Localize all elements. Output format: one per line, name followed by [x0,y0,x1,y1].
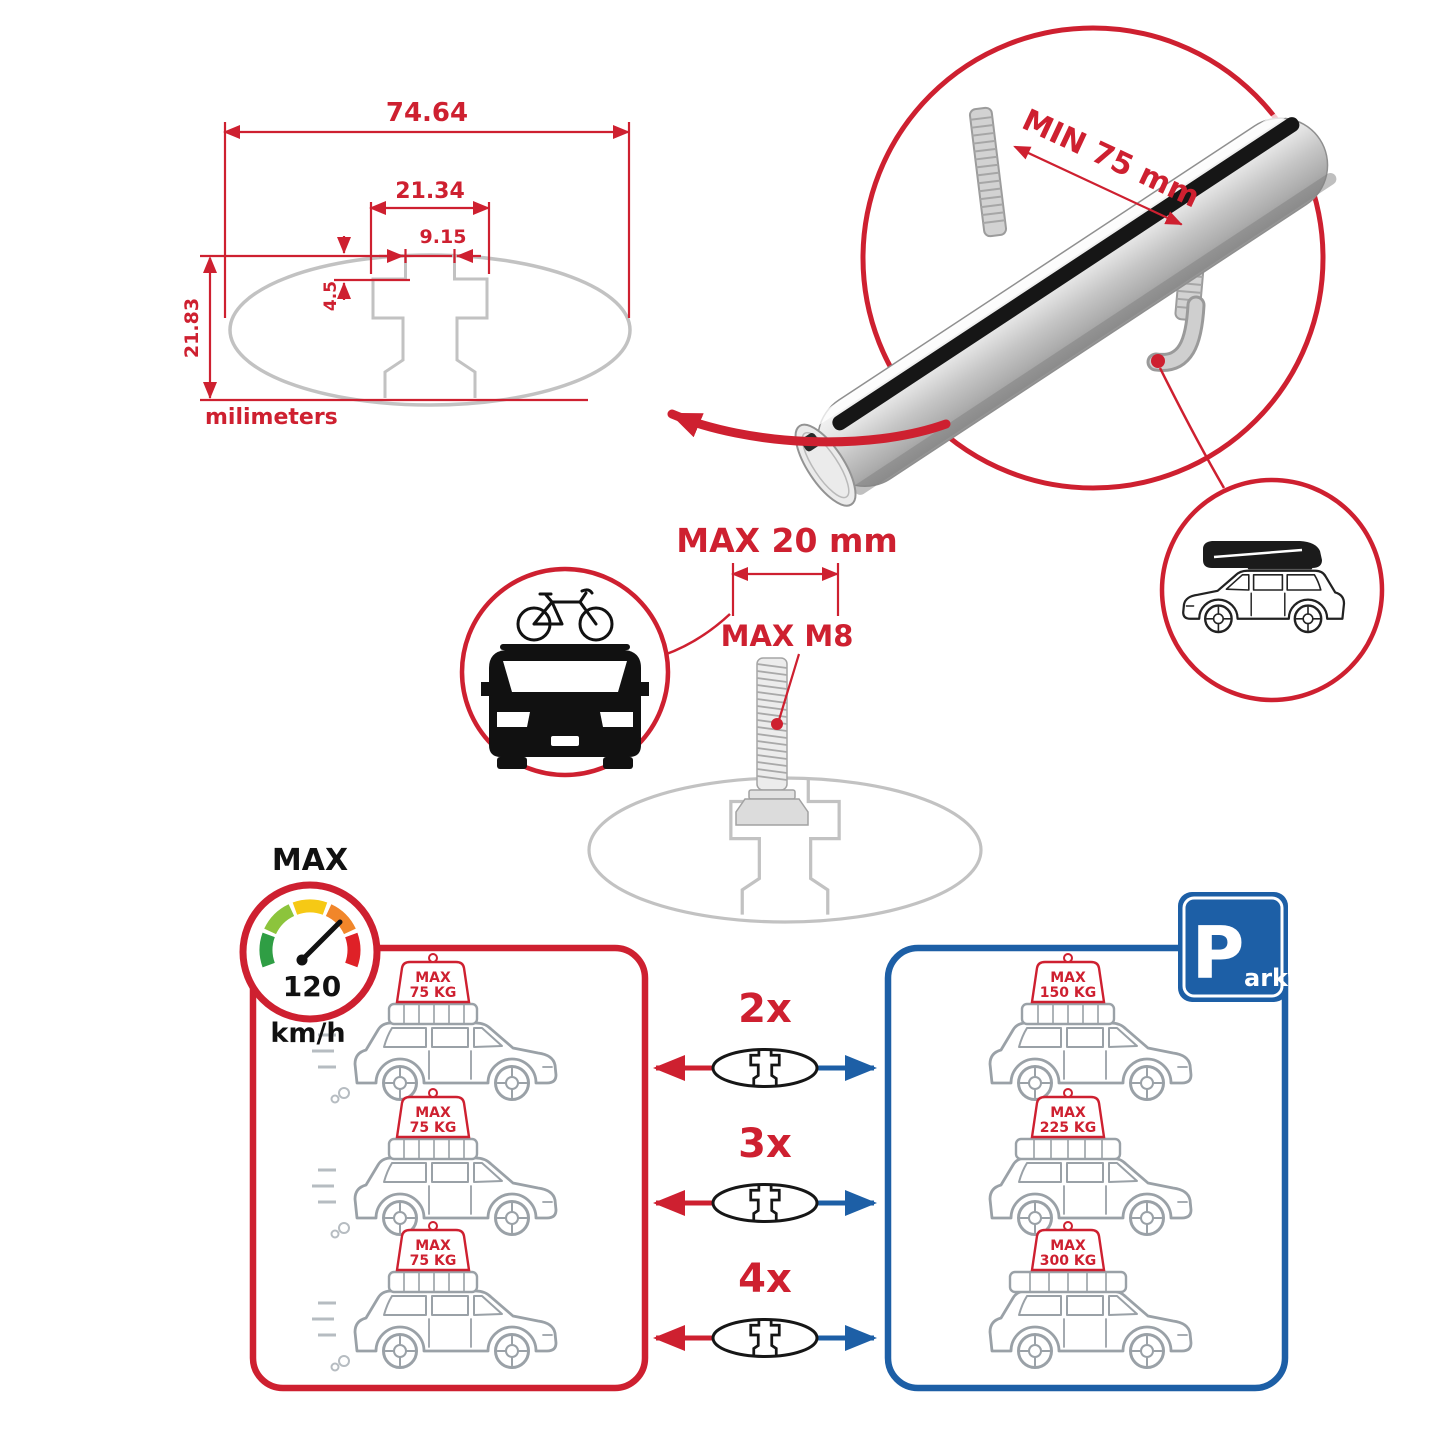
multiplier-label: 4x [738,1256,792,1302]
load-max-label: MAX [1050,1105,1086,1121]
bike-car-inset [459,566,731,778]
bar-cross-section-icon [711,1182,819,1223]
lock-icon [1063,1221,1073,1231]
bike-inset-connector [663,613,731,657]
units-label: milimeters [205,405,338,430]
bar-cross-section-icon [711,1047,819,1088]
roof-load-tags-right: MAX 150 KG MAX 225 KG MAX 300 KG [1008,953,1128,1294]
load-kg-label: 150 KG [1040,985,1096,1001]
profile-channel [371,253,489,400]
speed-value: 120 [283,970,341,1003]
roof-load-tag: MAX 75 KG [387,1088,479,1161]
speedometer-needle [296,919,343,966]
thread-pointer-dot [771,718,783,730]
speedometer: MAX 120 km/h [239,843,381,1049]
load-kg-label: 300 KG [1040,1253,1096,1269]
clamp-point-dot [1151,354,1165,368]
lock-icon [428,1088,438,1098]
load-kg-label: 75 KG [410,1120,457,1136]
max-width-label: MAX 20 mm [676,521,898,560]
dim-height-label: 21.83 [181,298,203,358]
lock-icon [428,953,438,963]
load-max-label: MAX [1050,1238,1086,1254]
dimension-lines [200,122,631,402]
dim-channel-label: 21.34 [395,179,465,204]
roof-load-tag: MAX 300 KG [1008,1221,1128,1294]
dim-lip-label: 4.5 [321,281,341,311]
load-kg-label: 75 KG [410,985,457,1001]
driving-cars [312,1018,558,1372]
bicycle-icon [516,588,614,642]
cross-section-drawing: 74.64 21.34 9.15 4.5 21.83 milimeters [181,98,632,430]
parking-sign: P ark [1178,892,1289,1002]
option-row: 4x [653,1256,877,1358]
bar-to-drawing-arrow [667,409,951,447]
bar-cross-section-icon [711,1317,819,1358]
roof-load-tag: MAX 150 KG [1020,953,1116,1026]
speedometer-gauge [259,899,361,968]
option-row: 2x [653,986,877,1088]
roof-box [1203,541,1322,568]
parking-letter: P [1192,911,1245,995]
lock-icon [1063,1088,1073,1098]
parking-suffix: ark [1244,964,1289,992]
car-row [312,1153,558,1239]
bolt-spec-section: MAX 20 mm MAX M8 [587,521,983,924]
lock-icon [428,1221,438,1231]
max-thread-label: MAX M8 [721,619,854,653]
speed-max-label: MAX [272,843,348,878]
roof-load-tag: MAX 75 KG [387,1221,479,1294]
load-kg-label: 75 KG [410,1253,457,1269]
bar-quantity-options: 2x 3x 4x [653,986,877,1358]
profile-outline [228,253,632,407]
roof-load-tag: MAX 225 KG [1014,1088,1122,1161]
car-row [312,1286,558,1372]
load-max-label: MAX [1050,970,1086,986]
load-kg-label: 225 KG [1040,1120,1096,1136]
multiplier-label: 3x [738,1121,792,1167]
roofbox-car-inset [1159,477,1385,703]
speed-unit: km/h [270,1018,345,1049]
load-max-label: MAX [415,1105,451,1121]
clamp-rod-left [968,106,1008,238]
car-row [312,1018,558,1104]
dim-overall-label: 74.64 [386,98,468,128]
load-max-label: MAX [415,1238,451,1254]
bar-slot-groove [832,117,1300,431]
roof-load-tag: MAX 75 KG [387,953,479,1026]
thread-pointer-line [777,653,801,721]
option-row: 3x [653,1121,877,1223]
car-front-icon [481,644,649,769]
inset-connector-line [1158,367,1226,489]
load-max-label: MAX [415,970,451,986]
roof-load-tags-left: MAX 75 KG MAX 75 KG MAX 75 KG [387,953,479,1294]
crossbar-inset: MIN 75 mm [794,25,1337,507]
lock-icon [1063,953,1073,963]
t-bolt [735,657,809,826]
multiplier-label: 2x [738,986,792,1032]
dim-slot-label: 9.15 [420,226,467,248]
